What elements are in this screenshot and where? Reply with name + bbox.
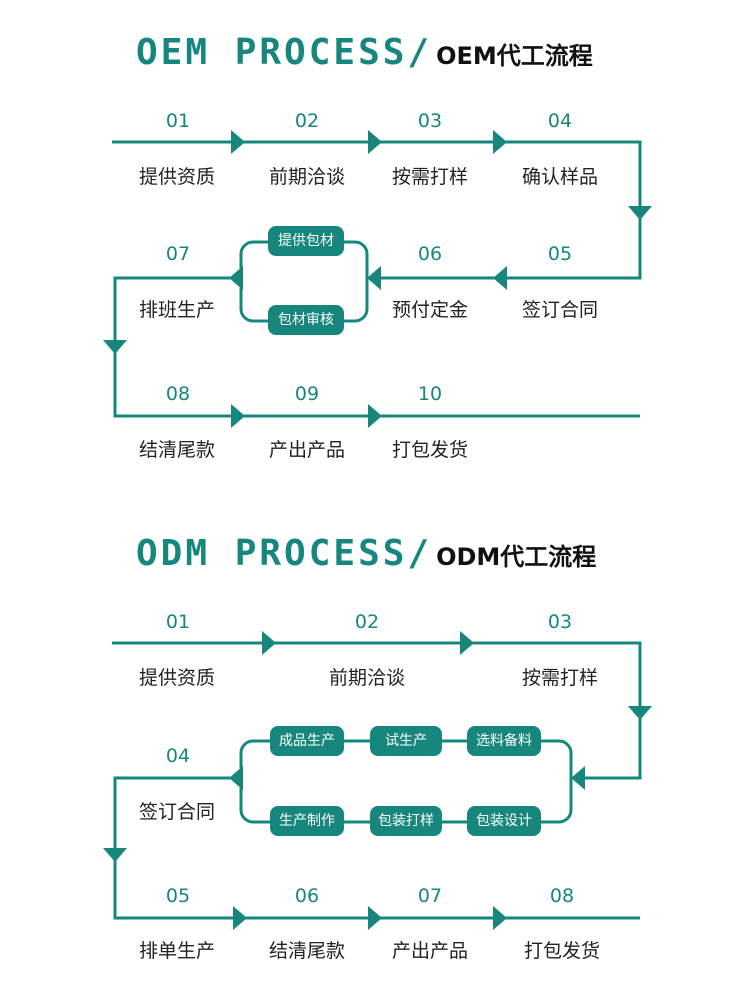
- odm-arrow-7-8: [493, 906, 507, 930]
- odm-step-4-label: 签订合同: [138, 801, 215, 823]
- odm-step-8-num: 08: [549, 885, 575, 907]
- oem-title-cn: OEM代工流程: [436, 42, 593, 70]
- odm-step-6-label: 结清尾款: [268, 940, 345, 962]
- oem-arrow-branch-7: [229, 266, 243, 290]
- odm-title-en: ODM PROCESS/: [136, 533, 433, 574]
- odm-step-1-num: 01: [165, 611, 191, 633]
- oem-step-5-label: 签订合同: [521, 299, 598, 321]
- odm-title: ODM PROCESS/ODM代工流程: [136, 533, 596, 574]
- odm-title-cn: ODM代工流程: [436, 543, 597, 571]
- odm-step-3-num: 03: [547, 611, 573, 633]
- oem-step-9-label: 产出产品: [268, 439, 345, 461]
- oem-title-en: OEM PROCESS/: [136, 32, 433, 73]
- oem-arrow-3-4: [493, 130, 507, 154]
- oem-title: OEM PROCESS/OEM代工流程: [136, 32, 593, 73]
- odm-arrow-3-branch: [571, 766, 585, 790]
- odm-step-8-label: 打包发货: [523, 940, 600, 962]
- odm-step-5-num: 05: [165, 885, 191, 907]
- oem-step-5-num: 05: [547, 243, 573, 265]
- oem-step-4-label: 确认样品: [521, 166, 598, 188]
- oem-step-1-label: 提供资质: [138, 166, 215, 188]
- odm-branch-manufacturing: 生产制作: [270, 806, 344, 836]
- oem-branch-provide-packaging: 提供包材: [268, 226, 344, 256]
- oem-arrow-6-branch: [367, 266, 381, 290]
- odm-step-7-label: 产出产品: [391, 940, 468, 962]
- odm-step-4-num: 04: [165, 745, 191, 767]
- oem-step-7-num: 07: [165, 243, 191, 265]
- odm-arrow-4-5: [103, 848, 127, 862]
- oem-arrow-4-5: [628, 206, 652, 220]
- oem-step-7-label: 排班生产: [138, 299, 215, 321]
- odm-arrow-3-4: [628, 706, 652, 720]
- oem-arrow-7-8: [103, 340, 127, 354]
- oem-arrow-2-3: [368, 130, 382, 154]
- oem-step-8-label: 结清尾款: [138, 439, 215, 461]
- odm-branch-packaging-sample: 包装打样: [370, 806, 442, 836]
- odm-branch-finished-production: 成品生产: [270, 726, 344, 756]
- oem-step-1-num: 01: [165, 110, 191, 132]
- oem-step-6-num: 06: [417, 243, 443, 265]
- oem-branch-packaging-review: 包材审核: [268, 305, 344, 335]
- oem-step-6-label: 预付定金: [391, 299, 468, 321]
- oem-arrow-5-6: [493, 266, 507, 290]
- oem-step-10-num: 10: [417, 383, 443, 405]
- oem-arrow-9-10: [368, 404, 382, 428]
- odm-arrow-1-2: [262, 631, 276, 655]
- odm-branch-material-prep: 选料备料: [467, 726, 541, 756]
- oem-step-8-num: 08: [165, 383, 191, 405]
- oem-arrow-1-2: [231, 130, 245, 154]
- odm-step-5-label: 排单生产: [138, 940, 215, 962]
- odm-branch-trial-production: 试生产: [370, 726, 442, 756]
- odm-branch-packaging-design: 包装设计: [467, 806, 541, 836]
- oem-step-2-num: 02: [294, 110, 320, 132]
- oem-step-4-num: 04: [547, 110, 573, 132]
- oem-step-2-label: 前期洽谈: [268, 166, 345, 188]
- odm-arrow-branch-4: [229, 766, 243, 790]
- oem-step-3-num: 03: [417, 110, 443, 132]
- oem-arrow-8-9: [231, 404, 245, 428]
- odm-step-7-num: 07: [417, 885, 443, 907]
- odm-step-2-num: 02: [354, 611, 380, 633]
- oem-step-3-label: 按需打样: [391, 166, 468, 188]
- oem-step-9-num: 09: [294, 383, 320, 405]
- odm-step-1-label: 提供资质: [138, 667, 215, 689]
- odm-arrow-5-6: [233, 906, 247, 930]
- odm-step-6-num: 06: [294, 885, 320, 907]
- odm-arrow-6-7: [368, 906, 382, 930]
- odm-arrow-2-3: [460, 631, 474, 655]
- odm-step-2-label: 前期洽谈: [328, 667, 405, 689]
- odm-step-3-label: 按需打样: [521, 667, 598, 689]
- oem-step-10-label: 打包发货: [391, 439, 468, 461]
